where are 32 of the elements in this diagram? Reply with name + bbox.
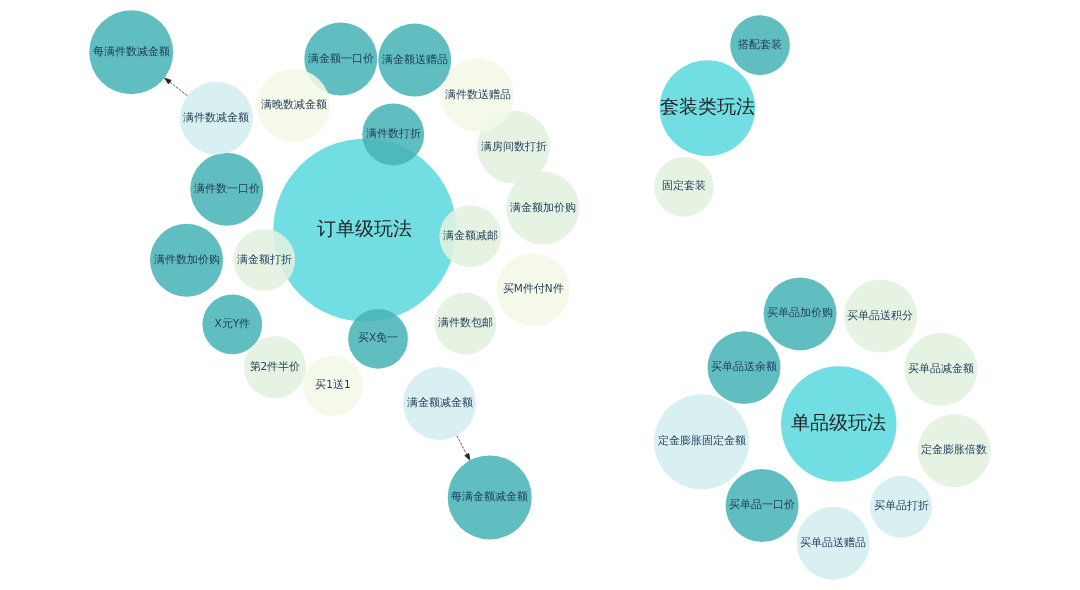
node-circle: 单品级玩法	[780, 366, 897, 482]
node-circle: 买单品一口价	[725, 469, 799, 542]
node-circle: 满件数一口价	[190, 152, 264, 226]
node-circle: 满件数打折	[362, 103, 425, 166]
node-circle: 满金额减邮	[439, 205, 502, 268]
node-circle: 买M件付N件	[496, 253, 570, 327]
node-circle: 满金额减金额	[403, 367, 477, 440]
node-circle: 满金额一口价	[304, 22, 378, 96]
node-circle: 满金额加价购	[506, 171, 580, 245]
node-circle: 买单品打折	[870, 475, 932, 538]
node-circle: 搭配套装	[730, 15, 790, 75]
node-circle: 满晚数减金额	[257, 69, 331, 142]
arrow	[164, 77, 188, 96]
node-circle: 固定套装	[654, 157, 714, 217]
node-circle: 定金膨胀固定金额	[654, 394, 750, 490]
node-circle: 定金膨胀倍数	[917, 414, 991, 488]
arrow	[456, 435, 471, 461]
node-circle: 满房间数打折	[477, 110, 551, 184]
node-circle: 买单品送积分	[844, 279, 917, 353]
node-circle: 买单品减金额	[904, 332, 978, 406]
node-circle: 套装类玩法	[659, 60, 756, 156]
node-circle: 满件数减金额	[179, 81, 253, 155]
node-circle: 第2件半价	[243, 336, 306, 399]
node-circle: 买单品送余额	[707, 331, 781, 405]
node-circle: 满件数加价购	[150, 223, 223, 297]
node-circle: 满金额打折	[233, 228, 296, 291]
node-circle: 满件数包邮	[434, 292, 497, 355]
node-circle: 买X免一	[348, 308, 408, 369]
node-circle: 买单品送赠品	[796, 506, 870, 580]
node-circle: X元Y件	[202, 294, 263, 355]
node-circle: 买单品加价购	[763, 277, 837, 351]
node-circle: 买1送1	[303, 356, 363, 416]
